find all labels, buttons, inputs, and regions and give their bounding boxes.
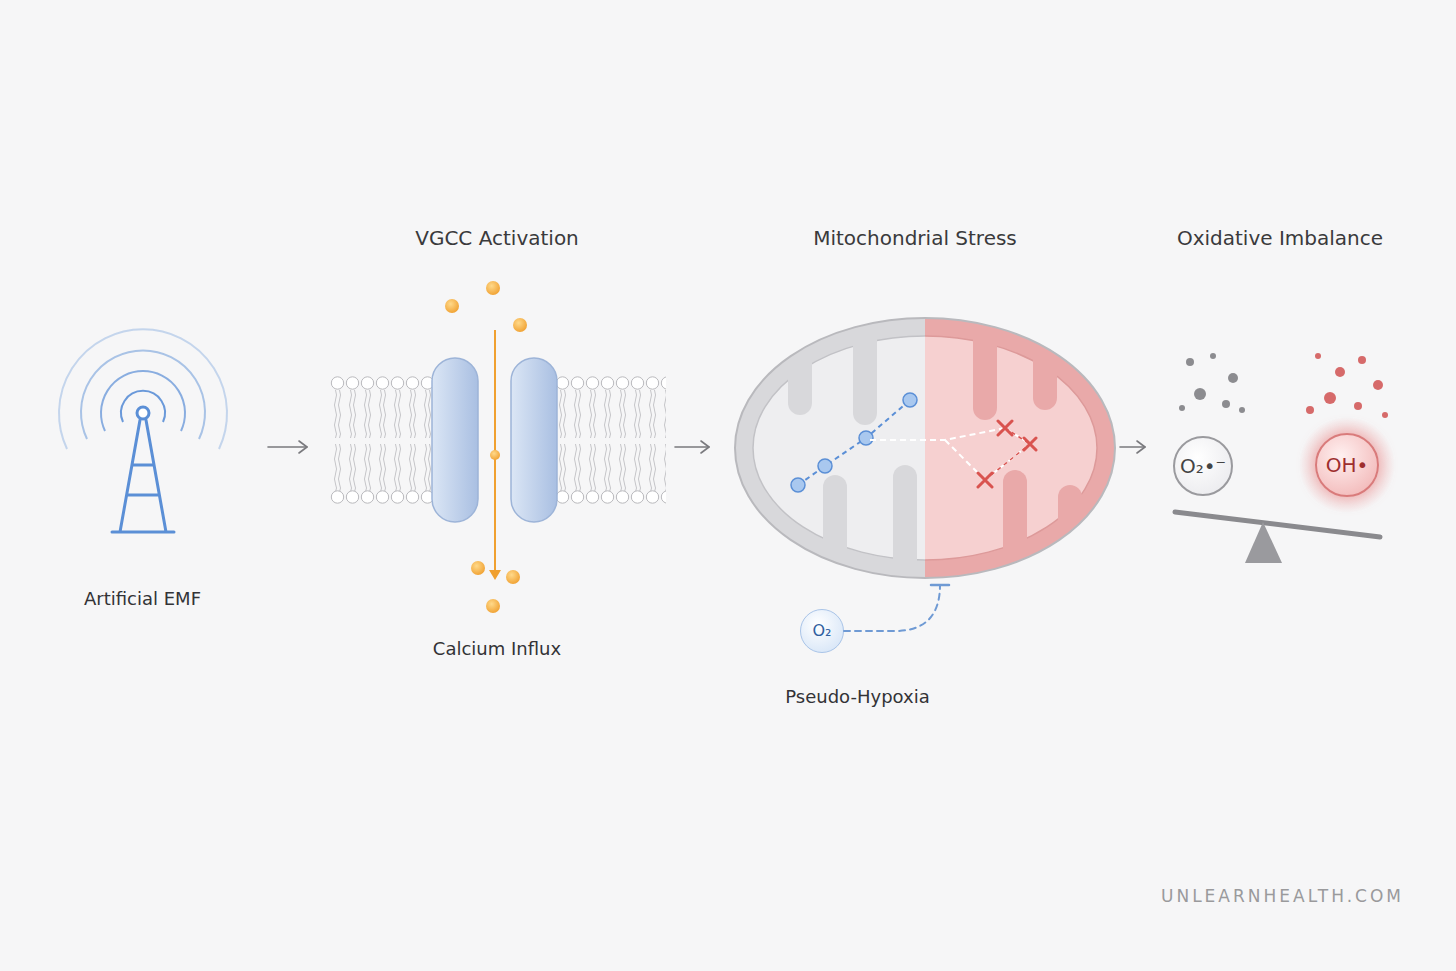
electron <box>903 393 917 407</box>
electron <box>859 431 873 445</box>
molecule-label: O₂•⁻ <box>1175 438 1231 494</box>
calcium-ion <box>513 318 527 332</box>
stage-panel: Oxidative ImbalanceO₂•⁻ OH• <box>1148 222 1418 572</box>
mito-healthy-half <box>735 300 925 595</box>
particle-cloud <box>1306 353 1388 418</box>
molecule-label: O₂ <box>800 609 844 653</box>
watermark: UNLEARNHEALTH.COM <box>1161 886 1404 906</box>
tower-antenna <box>137 407 149 419</box>
blocked-mark <box>978 421 1036 487</box>
inhibition-path <box>844 585 940 631</box>
flow-arrow <box>268 441 307 453</box>
channel-protein <box>511 358 557 522</box>
arrow-head <box>1137 441 1145 453</box>
mito-stressed-half <box>925 300 1115 595</box>
calcium-ion <box>445 299 459 313</box>
radical-glow <box>1299 417 1395 513</box>
mitochondrion <box>735 300 1115 595</box>
stage-label: Pseudo-Hypoxia <box>770 686 945 708</box>
influx-head <box>489 570 501 580</box>
broken-chain <box>870 428 1030 480</box>
calcium-ion <box>471 561 485 575</box>
balance-scale <box>1175 353 1395 563</box>
stage-label: Calcium Influx <box>322 638 672 660</box>
radical-circle: O₂•⁻ <box>1173 436 1233 496</box>
stage-panel: VGCC ActivationCalcium Influx <box>310 222 672 667</box>
stage-title: VGCC Activation <box>322 226 672 250</box>
signal-wave <box>59 329 227 449</box>
oxygen-node: O₂ Pseudo-Hypoxia <box>770 605 945 715</box>
signal-wave <box>81 350 205 439</box>
inhibition-line <box>844 585 949 631</box>
signal-wave <box>101 371 185 431</box>
emf-tower <box>59 329 227 532</box>
radical-circle: OH• <box>1315 433 1379 497</box>
cell-membrane <box>330 281 666 613</box>
electron <box>791 478 805 492</box>
electron <box>818 459 832 473</box>
calcium-ion <box>490 450 500 460</box>
calcium-ion <box>506 570 520 584</box>
flow-arrow <box>1120 441 1145 453</box>
flow-arrow <box>675 441 709 453</box>
scale-fulcrum <box>1245 522 1282 563</box>
scale-beam <box>1175 512 1380 537</box>
signal-wave <box>121 391 165 422</box>
arrow-shaft <box>1120 446 1145 448</box>
stage-panel: Mitochondrial Stress <box>712 222 1117 585</box>
arrow-shaft <box>268 446 307 448</box>
arrow-head <box>701 441 709 453</box>
molecule-label: OH• <box>1317 435 1377 495</box>
stage-title: Oxidative Imbalance <box>1148 226 1412 250</box>
particle-cloud <box>1179 353 1245 413</box>
electron-chain <box>798 400 910 485</box>
outer-membrane <box>735 318 1115 578</box>
tower-frame <box>112 420 174 532</box>
calcium-ion <box>486 599 500 613</box>
calcium-ion <box>486 281 500 295</box>
source-stage: Artificial EMF <box>60 300 265 620</box>
stage-title: Mitochondrial Stress <box>712 226 1118 250</box>
arrow-head <box>299 441 307 453</box>
inhibition-bar <box>931 584 949 587</box>
stage-label: Artificial EMF <box>60 588 225 610</box>
arrow-shaft <box>675 446 709 448</box>
channel-protein <box>432 358 478 522</box>
